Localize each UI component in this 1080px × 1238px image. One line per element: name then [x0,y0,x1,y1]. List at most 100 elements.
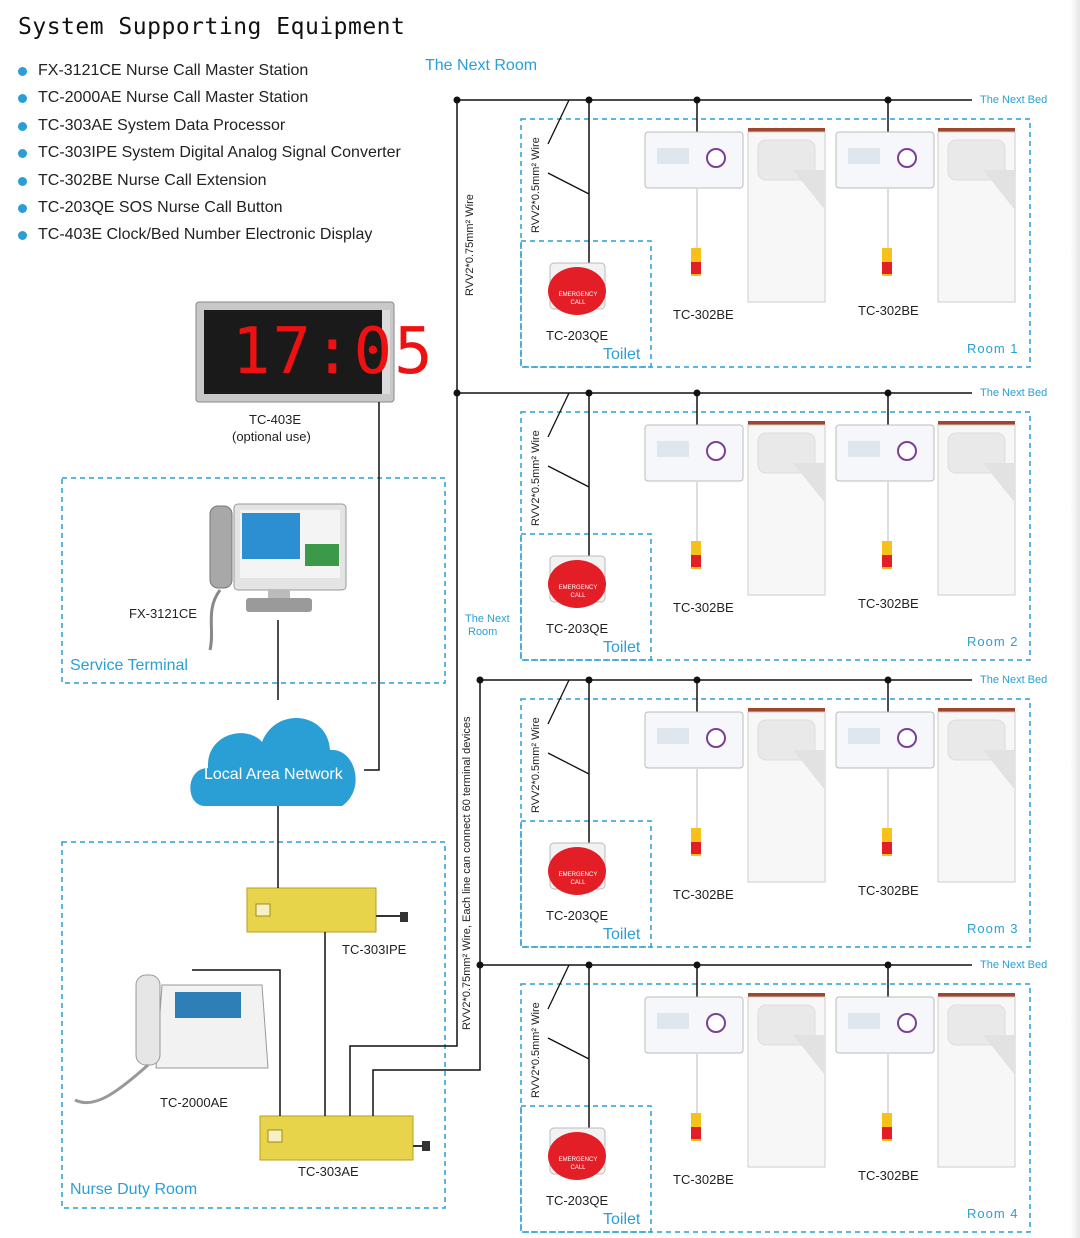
bed-icon [747,708,826,883]
room-label: Room 3 [967,921,1019,936]
nurse-call-extension-icon [835,996,935,1141]
bullet-icon [18,203,27,213]
sos-text: CALL [570,300,586,306]
bed-icon [747,421,826,596]
bed-icon [937,708,1016,883]
room-1 [453,96,1031,368]
sos-text: CALL [570,593,586,599]
lan-label: Local Area Network [204,766,343,783]
service-terminal-box [61,477,446,684]
list-item: TC-303IPE System Digital Analog Signal C… [18,144,401,171]
tc303ae-label: TC-303AE [298,1164,359,1179]
sos-text: CALL [570,880,586,886]
nurse-call-extension-icon [835,131,935,276]
bed-icon [937,993,1016,1168]
branch-wire [547,172,590,195]
bed-icon [747,128,826,303]
branch-wire-label: RVV2*0.5mm² Wire [530,137,542,233]
toilet-label: Toilet [603,926,641,943]
equipment-list: FX-3121CE Nurse Call Master Station TC-2… [18,62,401,254]
extension-model-label: TC-302BE [858,1168,919,1183]
main-wire-label: RVV2*0.75mm² Wire [464,194,476,296]
bus-junction [476,961,484,969]
toilet-box [520,820,652,948]
room-box [520,698,1031,948]
bus-junction [453,96,461,104]
bed-icon [937,128,1016,303]
nurse-call-extension-icon [644,996,744,1141]
sos-text: CALL [570,1165,586,1171]
network-wires [192,100,481,1116]
sos-button-icon [548,842,606,895]
list-item: TC-203QE SOS Nurse Call Button [18,199,401,226]
sos-model-label: TC-203QE [546,621,609,636]
clock-time: 17:05 [232,315,435,389]
sos-model-label: TC-203QE [546,328,609,343]
list-item: TC-303AE System Data Processor [18,117,401,144]
extension-model-label: TC-302BE [858,596,919,611]
cloud-icon [190,718,356,806]
branch-wire [547,1037,590,1060]
page-edge-shadow [1070,0,1080,1238]
nurse-call-extension-icon [644,131,744,276]
branch-wire-label: RVV2*0.5mm² Wire [530,1002,542,1098]
extension-model-label: TC-302BE [673,1172,734,1187]
main-wire-long-label: RVV2*0.75mm² Wire, Each line can connect… [461,716,473,1030]
toilet-label: Toilet [603,1211,641,1228]
tc303ae-processor-icon [259,1115,430,1161]
bus-junction [476,676,484,684]
fx3121ce-label: FX-3121CE [129,606,197,621]
toilet-box [520,240,652,368]
extension-model-label: TC-302BE [673,887,734,902]
room-label: Room 4 [967,1206,1019,1221]
list-item: TC-302BE Nurse Call Extension [18,172,401,199]
extension-model-label: TC-302BE [858,303,919,318]
sos-button-icon [548,555,606,608]
room-label: Room 2 [967,634,1019,649]
list-item: FX-3121CE Nurse Call Master Station [18,62,401,89]
branch-wire [547,465,590,488]
nurse-call-extension-icon [835,711,935,856]
extension-model-label: TC-302BE [673,600,734,615]
next-bed-label: The Next Bed [980,959,1048,971]
branch-wire [547,679,570,725]
toilet-box [520,533,652,661]
room-2 [453,389,1031,661]
tc303ipe-converter-icon [246,887,408,933]
toilet-label: Toilet [603,639,641,656]
room-3 [476,676,1031,948]
bullet-icon [18,176,27,186]
bed-icon [747,993,826,1168]
clock-note-label: (optional use) [232,429,311,444]
tc2000ae-label: TC-2000AE [160,1095,228,1110]
toilet-label: Toilet [603,346,641,363]
extension-model-label: TC-302BE [858,883,919,898]
sos-text: EMERGENCY [558,292,598,298]
next-room-small-label: The Next Room [465,613,510,638]
nurse-duty-room-box [61,841,446,1209]
page-title: System Supporting Equipment [18,14,406,40]
branch-wire-label: RVV2*0.5mm² Wire [530,717,542,813]
bullet-icon [18,67,27,76]
sos-text: EMERGENCY [558,1157,598,1163]
sos-model-label: TC-203QE [546,908,609,923]
clock-model-label: TC-403E [249,412,302,427]
tc303ipe-label: TC-303IPE [342,942,407,957]
bullet-icon [18,149,27,159]
bed-icon [937,421,1016,596]
sos-text: EMERGENCY [558,585,598,591]
branch-wire-label: RVV2*0.5mm² Wire [530,430,542,526]
extension-model-label: TC-302BE [673,307,734,322]
branch-wire [547,964,570,1010]
service-terminal-label: Service Terminal [70,657,188,674]
next-room-label: The Next Room [425,57,538,74]
clock-display-icon [195,301,395,403]
list-item: TC-2000AE Nurse Call Master Station [18,89,401,116]
fx3121ce-terminal-icon [208,503,347,651]
room-label: Room 1 [967,341,1019,356]
sos-button-icon [548,262,606,315]
sos-button-icon [548,1127,606,1180]
room-box [520,411,1031,661]
list-item: TC-403E Clock/Bed Number Electronic Disp… [18,226,401,253]
